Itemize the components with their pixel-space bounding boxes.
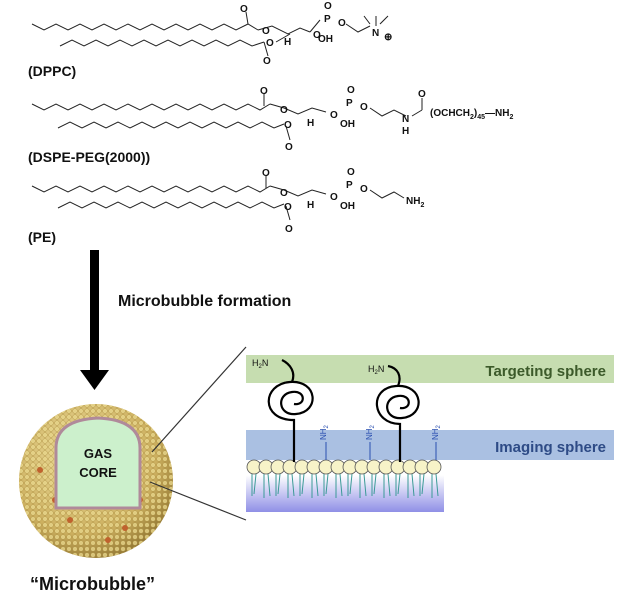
dppc-carbonyl-o-2: O — [263, 56, 271, 67]
imaging-band — [246, 430, 614, 460]
dppc-phosphate-o: O — [313, 30, 321, 41]
dspe-tail-lower — [57, 121, 285, 129]
pe-structure: O O O O H O P O OH O NH2 — [31, 167, 424, 235]
dppc-p-bridge-o: O — [338, 18, 346, 29]
dspe-p-bridge-o: O — [360, 102, 368, 113]
dppc-ester-o-1: O — [262, 26, 270, 37]
targeting-band — [246, 355, 614, 383]
dspe-peg-chain: (OCHCH2)45—NH2 — [430, 108, 514, 121]
zoom-line-upper — [151, 346, 247, 453]
dppc-carbonyl-o-1: O — [240, 4, 248, 15]
pe-phosphate-o: O — [330, 192, 338, 203]
pe-p-bridge-o: O — [360, 184, 368, 195]
dppc-p-double-o: O — [324, 1, 332, 12]
dspe-tail-upper — [31, 103, 271, 111]
dppc-label: (DPPC) — [28, 63, 76, 79]
dspe-ester-o-1: O — [280, 105, 288, 116]
dppc-p-oh: OH — [318, 34, 333, 45]
peg-coil-1 — [267, 359, 314, 462]
gas-core-line1: GAS — [84, 446, 113, 461]
arrow-label: Microbubble formation — [118, 293, 291, 310]
gas-core — [54, 416, 142, 510]
dspe-peg-structure: O O O O H O P O OH O N H O (OCHCH2)45—NH… — [31, 85, 514, 153]
dppc-nitrogen: N — [372, 28, 379, 39]
dspe-p-oh: OH — [340, 119, 355, 130]
microbubble-caption: “Microbubble” — [30, 574, 155, 594]
pe-phosphorus: P — [346, 180, 353, 191]
dppc-phosphorus: P — [324, 14, 331, 25]
nh2-label-2: NH2 — [365, 424, 376, 440]
dppc-charge: ⊕ — [384, 32, 392, 43]
nh2-label-1: NH2 — [319, 424, 330, 440]
zoom-line-lower — [149, 481, 247, 521]
dspe-peg-label: (DSPE-PEG(2000)) — [28, 149, 150, 165]
dspe-p-double-o: O — [347, 85, 355, 96]
dspe-h: H — [307, 118, 314, 129]
targeting-label: Targeting sphere — [485, 363, 606, 380]
dppc-tail-upper — [31, 23, 259, 31]
formation-arrow — [80, 250, 109, 390]
pe-p-oh: OH — [340, 201, 355, 212]
dppc-structure: O O O O H O P O OH O N ⊕ — [31, 1, 392, 67]
lipid-heads — [246, 459, 442, 475]
pe-label: (PE) — [28, 229, 56, 245]
dspe-amide-o: O — [418, 89, 426, 100]
nh2-linkers — [325, 442, 437, 460]
dppc-ester-o-2: O — [266, 38, 274, 49]
peg-end-2: H2N — [368, 364, 384, 376]
pe-carbonyl-o-2: O — [285, 224, 293, 235]
pe-carbonyl-o-1: O — [262, 168, 270, 179]
pe-ester-o-1: O — [280, 188, 288, 199]
nh2-label-3: NH2 — [431, 424, 442, 440]
pe-ester-o-2: O — [284, 202, 292, 213]
dspe-phosphate-o: O — [330, 110, 338, 121]
imaging-label: Imaging sphere — [495, 439, 606, 456]
dspe-amine-h: H — [402, 126, 409, 137]
pe-h: H — [307, 200, 314, 211]
gas-core-line2: CORE — [79, 465, 117, 480]
peg-end-1: H2N — [252, 358, 268, 370]
membrane-detail: Targeting sphere Imaging sphere H2N H2N … — [246, 355, 614, 512]
dppc-tail-lower — [59, 39, 265, 47]
dspe-ester-o-2: O — [284, 120, 292, 131]
pe-tail-lower — [57, 201, 285, 209]
dppc-h: H — [284, 37, 291, 48]
pe-p-double-o: O — [347, 167, 355, 178]
microbubble: GAS CORE — [19, 404, 173, 558]
dspe-carbonyl-o-1: O — [260, 86, 268, 97]
dspe-phosphorus: P — [346, 98, 353, 109]
dspe-amine-n: N — [402, 114, 409, 125]
peg-coil-2 — [375, 364, 420, 462]
lipid-tails — [251, 473, 439, 498]
pe-tail-upper — [31, 185, 271, 193]
dspe-carbonyl-o-2: O — [285, 142, 293, 153]
pe-amine: NH2 — [406, 196, 424, 209]
